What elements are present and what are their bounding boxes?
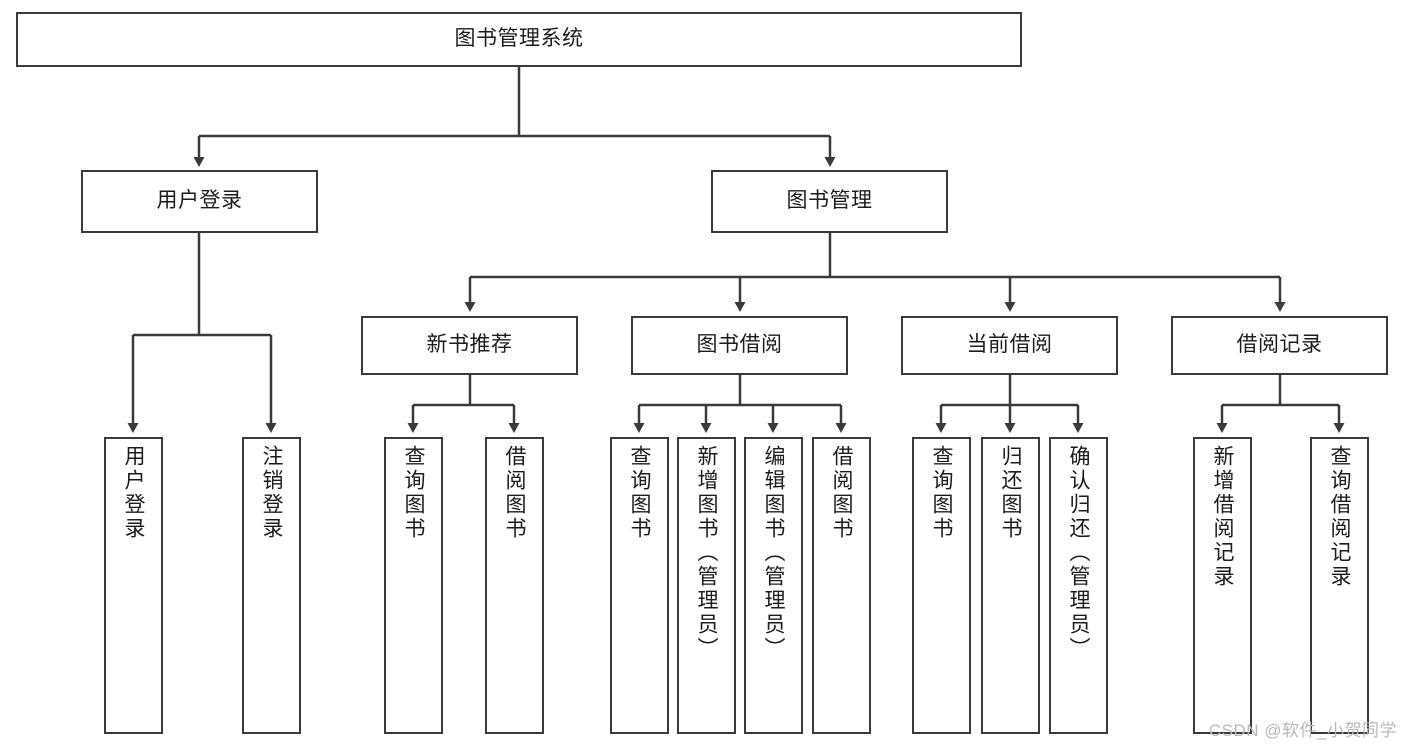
- node-label: 注销登录: [260, 445, 283, 541]
- node-label: 归还图书: [999, 445, 1022, 541]
- node-label: 查询图书: [628, 445, 651, 541]
- node-new-book-recommend[interactable]: 新书推荐: [361, 316, 578, 375]
- node-book-management[interactable]: 图书管理: [711, 170, 948, 233]
- node-leaf-add-book[interactable]: 新增图书（管理员）: [677, 437, 736, 734]
- node-label: 编辑图书（管理员）: [762, 445, 785, 661]
- node-label: 新书推荐: [426, 333, 513, 357]
- node-leaf-logout-login[interactable]: 注销登录: [242, 437, 301, 734]
- watermark-text: CSDN @软件_小贺同学: [1208, 721, 1397, 740]
- node-label: 图书管理系统: [454, 27, 584, 51]
- node-leaf-query-borrow-record[interactable]: 查询借阅记录: [1310, 437, 1369, 734]
- node-leaf-return-book[interactable]: 归还图书: [981, 437, 1040, 734]
- node-book-borrow[interactable]: 图书借阅: [631, 316, 848, 375]
- node-label: 查询借阅记录: [1328, 445, 1351, 589]
- node-label: 借阅记录: [1236, 333, 1323, 357]
- node-leaf-add-borrow-record[interactable]: 新增借阅记录: [1193, 437, 1252, 734]
- node-label: 图书管理: [786, 189, 873, 213]
- node-leaf-query-book-borrow[interactable]: 查询图书: [610, 437, 669, 734]
- node-label: 当前借阅: [966, 333, 1053, 357]
- node-label: 新增图书（管理员）: [695, 445, 718, 661]
- node-leaf-borrow-book-recommend[interactable]: 借阅图书: [485, 437, 544, 734]
- node-leaf-edit-book[interactable]: 编辑图书（管理员）: [744, 437, 803, 734]
- node-leaf-query-book-current[interactable]: 查询图书: [912, 437, 971, 734]
- node-label: 用户登录: [122, 445, 145, 541]
- node-current-borrow[interactable]: 当前借阅: [901, 316, 1118, 375]
- node-label: 确认归还（管理员）: [1067, 445, 1090, 661]
- node-label: 查询图书: [930, 445, 953, 541]
- node-leaf-borrow-book[interactable]: 借阅图书: [812, 437, 871, 734]
- node-label: 查询图书: [402, 445, 425, 541]
- node-label: 用户登录: [156, 189, 243, 213]
- node-label: 新增借阅记录: [1211, 445, 1234, 589]
- node-leaf-query-book-recommend[interactable]: 查询图书: [384, 437, 443, 734]
- node-label: 图书借阅: [696, 333, 783, 357]
- node-user-login[interactable]: 用户登录: [81, 170, 318, 233]
- node-label: 借阅图书: [830, 445, 853, 541]
- node-leaf-user-login[interactable]: 用户登录: [104, 437, 163, 734]
- node-leaf-confirm-return[interactable]: 确认归还（管理员）: [1049, 437, 1108, 734]
- node-label: 借阅图书: [503, 445, 526, 541]
- node-borrow-record[interactable]: 借阅记录: [1171, 316, 1388, 375]
- node-root-book-management-system[interactable]: 图书管理系统: [16, 12, 1022, 67]
